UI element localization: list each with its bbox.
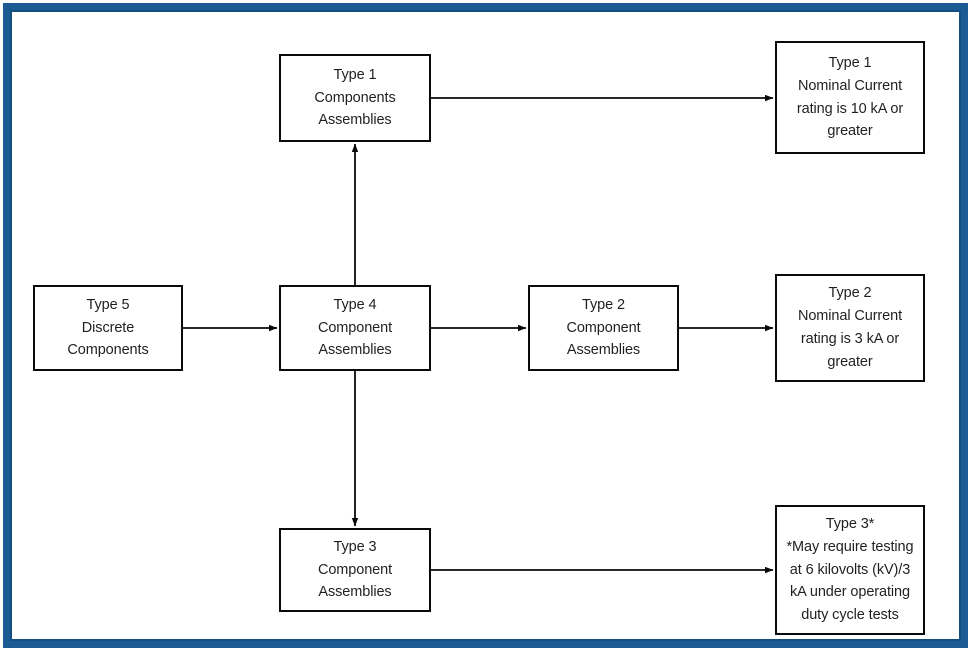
node-text-line: *May require testing: [786, 538, 914, 555]
node-text-line: rating is 3 kA or: [800, 331, 900, 347]
node-text-line: greater: [827, 123, 873, 140]
node-text-line: at 6 kilovolts (kV)/3: [789, 561, 911, 578]
node-text-line: Type 4: [333, 296, 377, 313]
node-text-line: greater: [827, 353, 873, 370]
node-text-line: Type 3: [333, 538, 377, 555]
type-2-nominal-current-rating: Type 2 Nominal Current rating is 3 kA or gr…: [775, 274, 925, 382]
node-text-line: duty cycle tests: [801, 607, 899, 624]
node-text-line: Nominal Current: [797, 77, 903, 94]
node-text-line: Assemblies: [566, 342, 641, 359]
decorative-blue-frame-outer: [3, 3, 968, 648]
node-text-line: Component: [317, 561, 393, 578]
node-text-line: Type 3*: [825, 515, 875, 532]
decorative-blue-frame-inner: [10, 10, 961, 641]
node-text-line: Type 5: [86, 296, 130, 313]
node-text-line: Type 2: [582, 296, 625, 313]
node-text-line: Type 2: [828, 285, 872, 302]
node-text-line: Assemblies: [318, 342, 392, 359]
node-text-line: Nominal Current: [797, 308, 903, 325]
node-text-line: Type 1: [828, 54, 872, 71]
node-text-line: Component: [566, 319, 641, 336]
node-text-line: Component: [317, 319, 393, 336]
node-text-line: kA under operating: [790, 584, 910, 601]
type-3-testing-note: Type 3* *May require testing at 6 kilovolt…: [775, 505, 925, 635]
node-text-line: rating is 10 kA or: [796, 100, 904, 117]
node-text-line: Components: [314, 89, 396, 106]
node-text-line: Assemblies: [318, 112, 392, 129]
node-text-line: Type 1: [333, 66, 377, 83]
node-text-line: Discrete: [81, 319, 135, 336]
node-text-line: Assemblies: [318, 584, 392, 601]
type-1-nominal-current-rating: Type 1 Nominal Current rating is 10 kA or g…: [775, 41, 925, 154]
node-text-line: Components: [67, 342, 149, 359]
